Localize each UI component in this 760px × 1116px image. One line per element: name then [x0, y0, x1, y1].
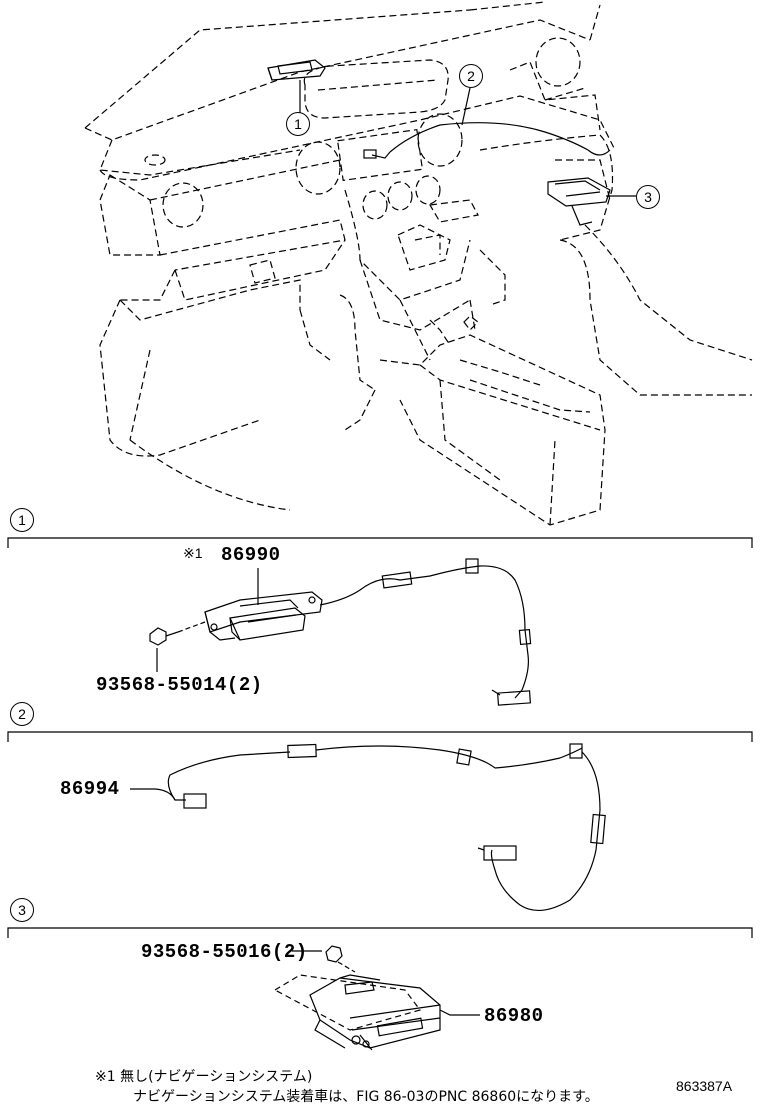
overview-callout-3: 3 [636, 185, 660, 209]
section-2-callout: 2 [10, 702, 34, 726]
footnote-line-1: ※1 無し(ナビゲーションシステム) [95, 1069, 313, 1085]
figure-code: 863387A [676, 1078, 733, 1094]
cable-sketch [363, 87, 611, 159]
part-number-93568-55014: 93568-55014(2) [96, 674, 263, 696]
overview-callout-1: 1 [286, 112, 310, 136]
dashboard-illustration [84, 1, 753, 526]
part-number-93568-55016: 93568-55016(2) [141, 941, 308, 963]
radio-unit-sketch [267, 59, 326, 110]
footnote-line-2: ナビゲーションシステム装着車は、FIG 86-03のPNC 86860になります… [133, 1089, 599, 1105]
part-number-86994: 86994 [60, 778, 120, 800]
section-1-callout: 1 [10, 508, 34, 532]
part-86980-drawing [273, 974, 480, 1051]
bolt-93568-55014-drawing [149, 621, 206, 672]
section-3-callout: 3 [10, 898, 34, 922]
part-number-86980: 86980 [484, 1005, 544, 1027]
bolt-93568-55016-drawing [292, 945, 356, 973]
part-86994-drawing [130, 743, 606, 911]
overview-callout-2: 2 [459, 64, 483, 88]
section-dividers [7, 537, 753, 938]
part-86990-note-mark: ※1 [183, 545, 203, 561]
part-86990-drawing [204, 558, 532, 706]
module-sketch [547, 177, 636, 226]
part-number-86990: 86990 [221, 544, 281, 566]
